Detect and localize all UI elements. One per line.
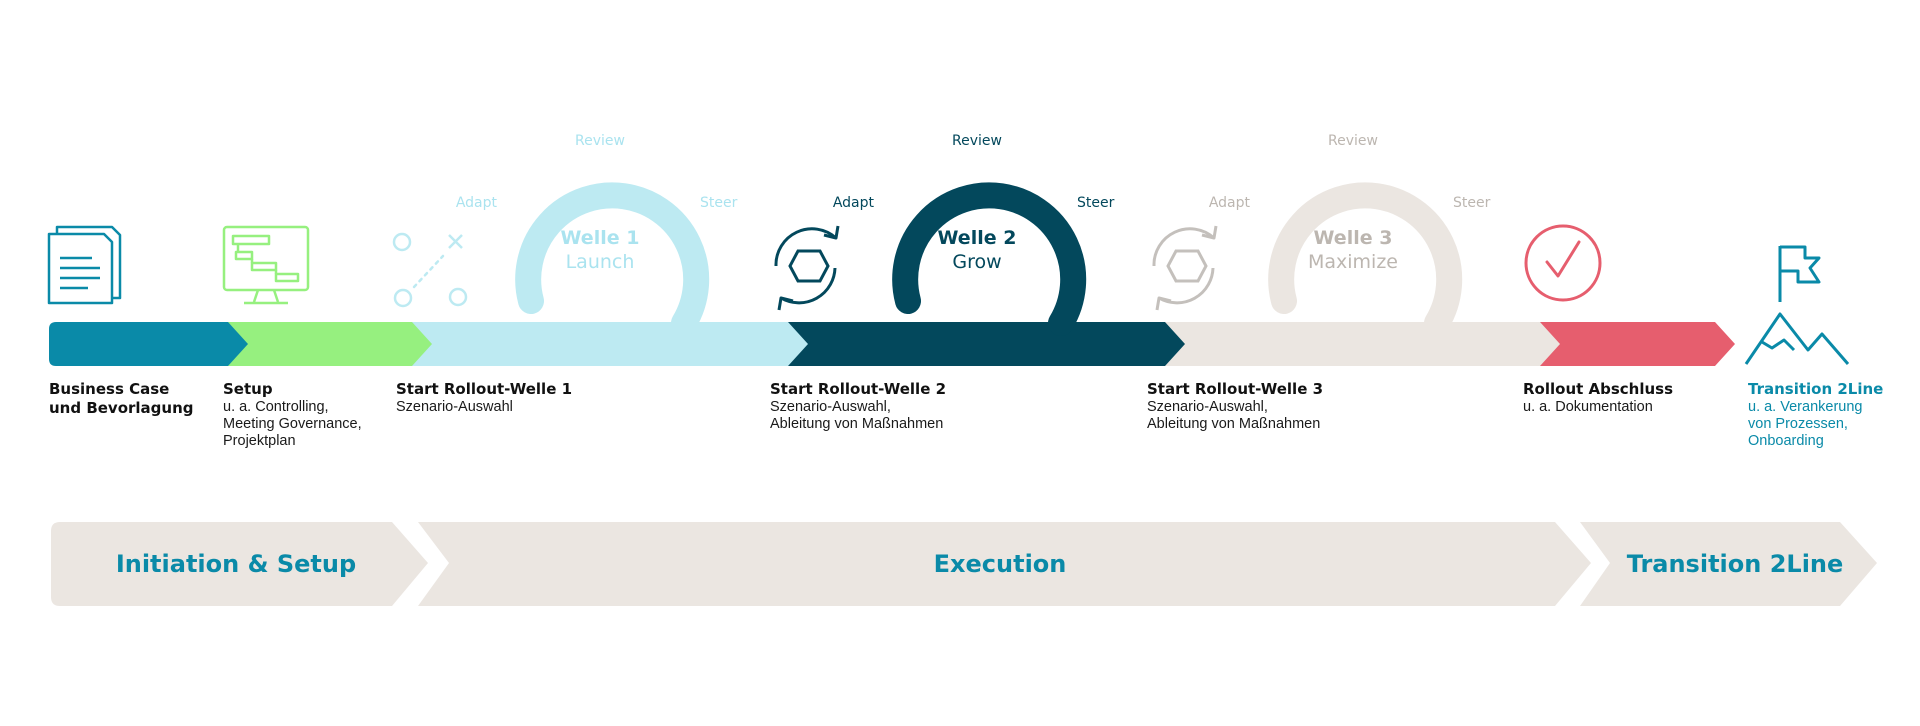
milestone-title: Setup [223, 380, 273, 398]
milestone-description: u. a. Dokumentation [1523, 399, 1653, 415]
wave-1-review-label: Review [575, 133, 625, 149]
wave-2-steer-label: Steer [1077, 195, 1115, 211]
milestone-wave-2-start: Start Rollout-Welle 2 Szenario-Auswahl, … [770, 380, 946, 433]
wave-3-adapt-label: Adapt [1209, 195, 1251, 211]
milestone-transition: Transition 2Line u. a. Verankerung von P… [1748, 380, 1883, 450]
wave-3-review-label: Review [1328, 133, 1378, 149]
wave-2-adapt-label: Adapt [833, 195, 875, 211]
wave-1-loop: Welle 1 Launch Review Adapt Steer [456, 133, 738, 336]
checkmark-circle-icon [1524, 224, 1602, 302]
wave-1-loop-ring [515, 182, 710, 336]
strategy-play-icon [392, 232, 468, 308]
wave-3-steer-label: Steer [1453, 195, 1491, 211]
phase-label-execution: Execution [933, 550, 1067, 578]
timeline-segment-wave1 [402, 322, 808, 366]
wave-1-title: Welle 1 [561, 227, 640, 249]
milestone-business-case: Business Case und Bevorlagung [49, 380, 194, 418]
phase-label-transition: Transition 2Line [1626, 550, 1844, 578]
milestone-description: Szenario-Auswahl, Ableitung von Maßnahme… [1147, 399, 1321, 432]
wave-1-adapt-label: Adapt [456, 195, 498, 211]
milestone-description: Szenario-Auswahl [396, 399, 513, 415]
wave-2-title: Welle 2 [938, 227, 1017, 249]
wave-2-loop-ring [892, 182, 1087, 336]
milestone-setup: Setup u. a. Controlling, Meeting Governa… [223, 380, 362, 450]
cycle-hexagon-icon [774, 225, 840, 311]
phase-chevron-initiation [51, 522, 428, 606]
timeline-segment-setup [225, 322, 432, 366]
wave-3-title: Welle 3 [1314, 227, 1393, 249]
gantt-monitor-icon [222, 225, 310, 305]
milestone-title: Start Rollout-Welle 1 [396, 380, 573, 398]
timeline-band [49, 322, 1735, 366]
wave-1-subtitle: Launch [566, 251, 635, 273]
phase-label-initiation: Initiation & Setup [115, 550, 357, 578]
milestone-title: Transition 2Line [1748, 380, 1884, 398]
milestone-wave-1-start: Start Rollout-Welle 1 Szenario-Auswahl [396, 380, 572, 416]
timeline-segment-wave2 [778, 322, 1185, 366]
documents-icon [47, 225, 122, 305]
timeline-segment-closing [1530, 322, 1735, 366]
wave-3-loop: Welle 3 Maximize Review Adapt Steer [1209, 133, 1491, 336]
milestone-description: u. a. Controlling, Meeting Governance, P… [223, 399, 362, 449]
wave-3-loop-ring [1268, 182, 1463, 336]
milestone-title: Start Rollout-Welle 2 [770, 380, 947, 398]
wave-2-loop: Welle 2 Grow Review Adapt Steer [833, 133, 1115, 336]
wave-3-subtitle: Maximize [1308, 251, 1398, 273]
milestone-description: u. a. Verankerung von Prozessen, Onboard… [1748, 399, 1863, 449]
phase-chevron-execution [418, 522, 1591, 606]
wave-2-subtitle: Grow [952, 251, 1001, 273]
wave-2-review-label: Review [952, 133, 1002, 149]
milestone-title: Business Case und Bevorlagung [49, 380, 194, 417]
timeline-segment-business [49, 322, 248, 366]
milestone-rollout-closing: Rollout Abschluss u. a. Dokumentation [1523, 380, 1673, 416]
milestone-wave-3-start: Start Rollout-Welle 3 Szenario-Auswahl, … [1147, 380, 1323, 433]
flag-mountain-icon [1744, 245, 1850, 365]
wave-1-steer-label: Steer [700, 195, 738, 211]
milestone-title: Start Rollout-Welle 3 [1147, 380, 1324, 398]
cycle-hexagon-icon [1152, 225, 1218, 311]
milestone-description: Szenario-Auswahl, Ableitung von Maßnahme… [770, 399, 944, 432]
phase-chevron-transition [1580, 522, 1877, 606]
timeline-segment-wave3 [1155, 322, 1560, 366]
milestone-title: Rollout Abschluss [1523, 380, 1674, 398]
